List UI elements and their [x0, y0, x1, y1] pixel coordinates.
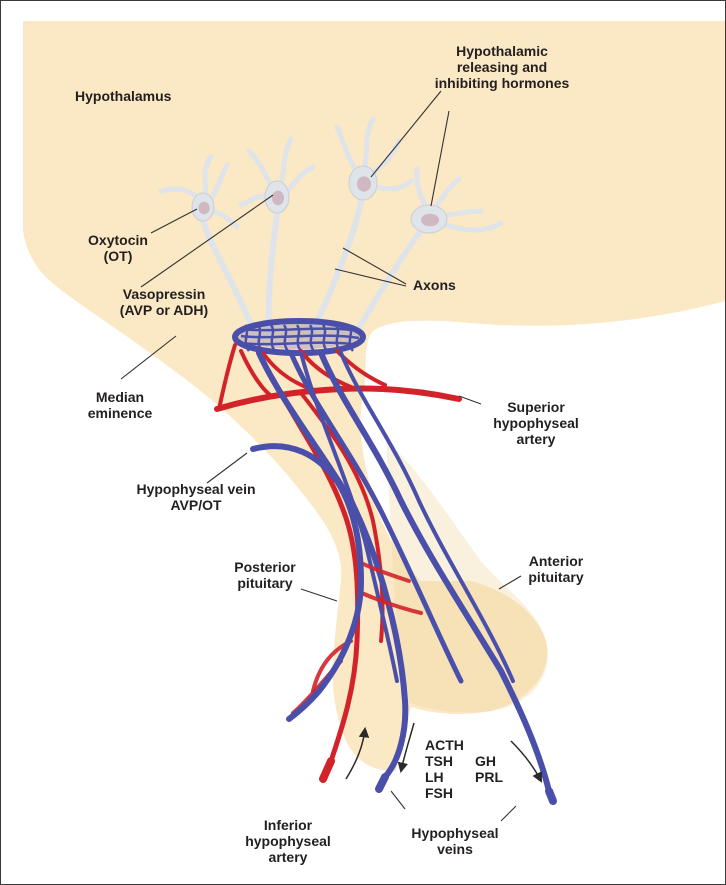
capillary-plexus	[232, 318, 366, 356]
neuron-group	[158, 116, 504, 334]
anterior-pituitary-label: Anterior pituitary	[528, 553, 584, 585]
gh-prl-label: GH PRL	[475, 753, 503, 785]
anterior-lobe	[386, 441, 548, 713]
hypophyseal-veins-label: Hypophyseal veins	[411, 825, 499, 857]
inferior-artery-flow-arrow	[345, 726, 370, 780]
vasopressin-label: Vasopressin (AVP or ADH)	[119, 286, 209, 318]
oxytocin-label: Oxytocin (OT)	[88, 232, 148, 264]
vein-flow-arrow-right	[510, 740, 542, 783]
axons-label: Axons	[413, 277, 456, 293]
inferior-hypophyseal-artery-label: Inferior hypophyseal artery	[245, 817, 331, 865]
posterior-hypophyseal-vein	[250, 443, 365, 722]
superior-hypophyseal-artery-label: Superior hypophyseal artery	[493, 399, 579, 447]
portal-veins	[256, 350, 557, 805]
hypothalamic-hormones-label: Hypothalamic releasing and inhibiting ho…	[434, 43, 570, 91]
hypothalamus-label: Hypothalamus	[75, 88, 172, 104]
flow-arrows	[345, 722, 542, 783]
median-eminence-label: Median eminence	[87, 389, 153, 421]
posterior-pituitary-label: Posterior pituitary	[234, 559, 296, 591]
anterior-hormones-list: ACTH TSH LH FSH	[425, 737, 464, 801]
vein-flow-arrow-left	[397, 722, 415, 774]
hypophyseal-vein-label: Hypophyseal vein AVP/OT	[136, 481, 256, 513]
leader-lines	[120, 90, 522, 822]
